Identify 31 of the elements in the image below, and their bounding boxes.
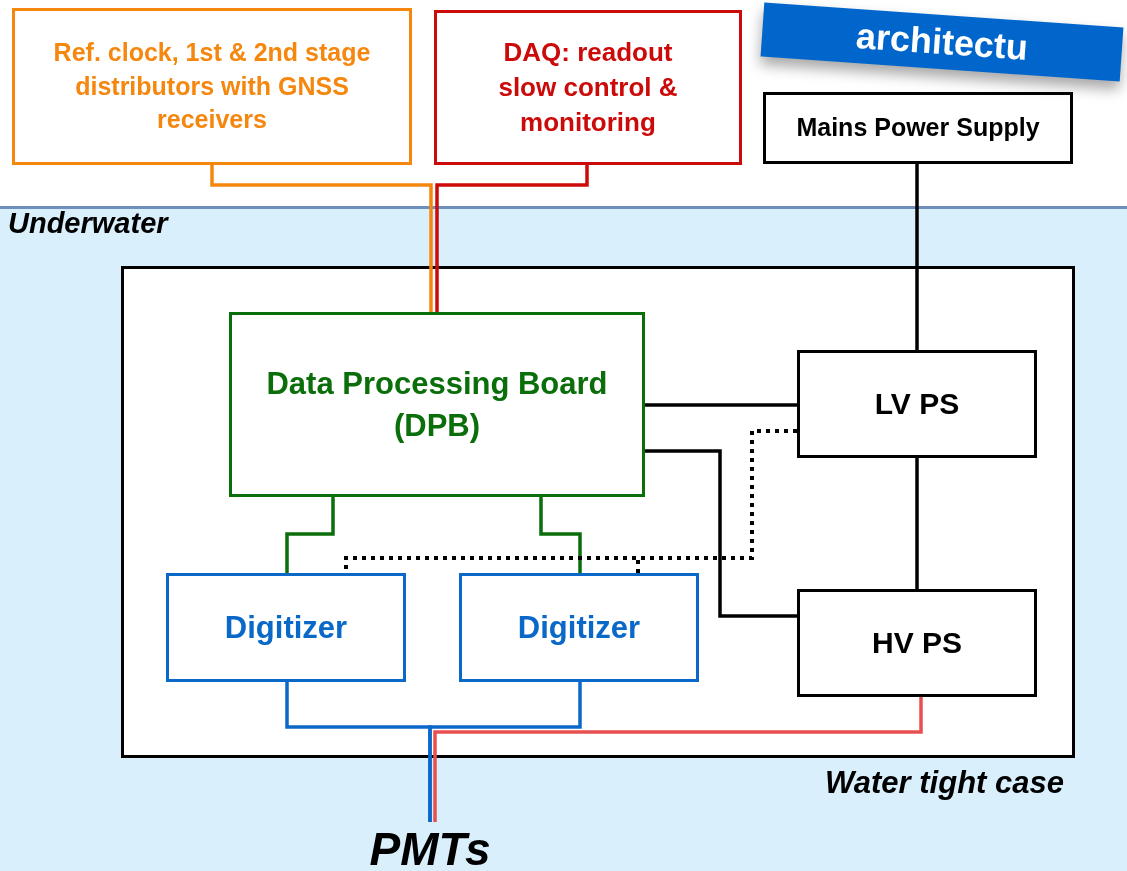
box-label: Digitizer	[223, 608, 349, 647]
box-label: Ref. clock, 1st & 2nd stage distributors with GNSS receivers	[52, 36, 372, 136]
case-label: Water tight case	[825, 765, 1064, 801]
connector	[645, 449, 797, 618]
box-label: Digitizer	[516, 608, 642, 647]
node-label: PMTs	[369, 822, 491, 871]
process-box	[12, 8, 412, 165]
process-box	[459, 573, 699, 682]
box-label: DAQ: readout slow control & monitoring	[497, 35, 679, 140]
box-label: Mains Power Supply	[795, 112, 1041, 144]
connector	[435, 165, 589, 312]
process-box	[763, 92, 1073, 164]
connector	[428, 682, 582, 822]
process-box	[797, 589, 1037, 697]
connector	[433, 697, 923, 822]
box-label: Data Processing Board (DPB)	[265, 364, 609, 445]
box-label: HV PS	[871, 624, 963, 661]
process-box	[434, 10, 742, 165]
connector	[210, 165, 433, 312]
dotted-connector	[636, 429, 797, 573]
banner-title: architectu	[854, 15, 1030, 69]
connector	[915, 164, 919, 350]
connector	[285, 497, 335, 573]
connector	[539, 497, 582, 573]
process-box	[229, 312, 645, 497]
connector	[645, 403, 797, 407]
connector	[915, 458, 919, 589]
region-label: Underwater	[8, 207, 168, 240]
process-box	[797, 350, 1037, 458]
box-label: LV PS	[873, 385, 961, 422]
process-box	[166, 573, 406, 682]
